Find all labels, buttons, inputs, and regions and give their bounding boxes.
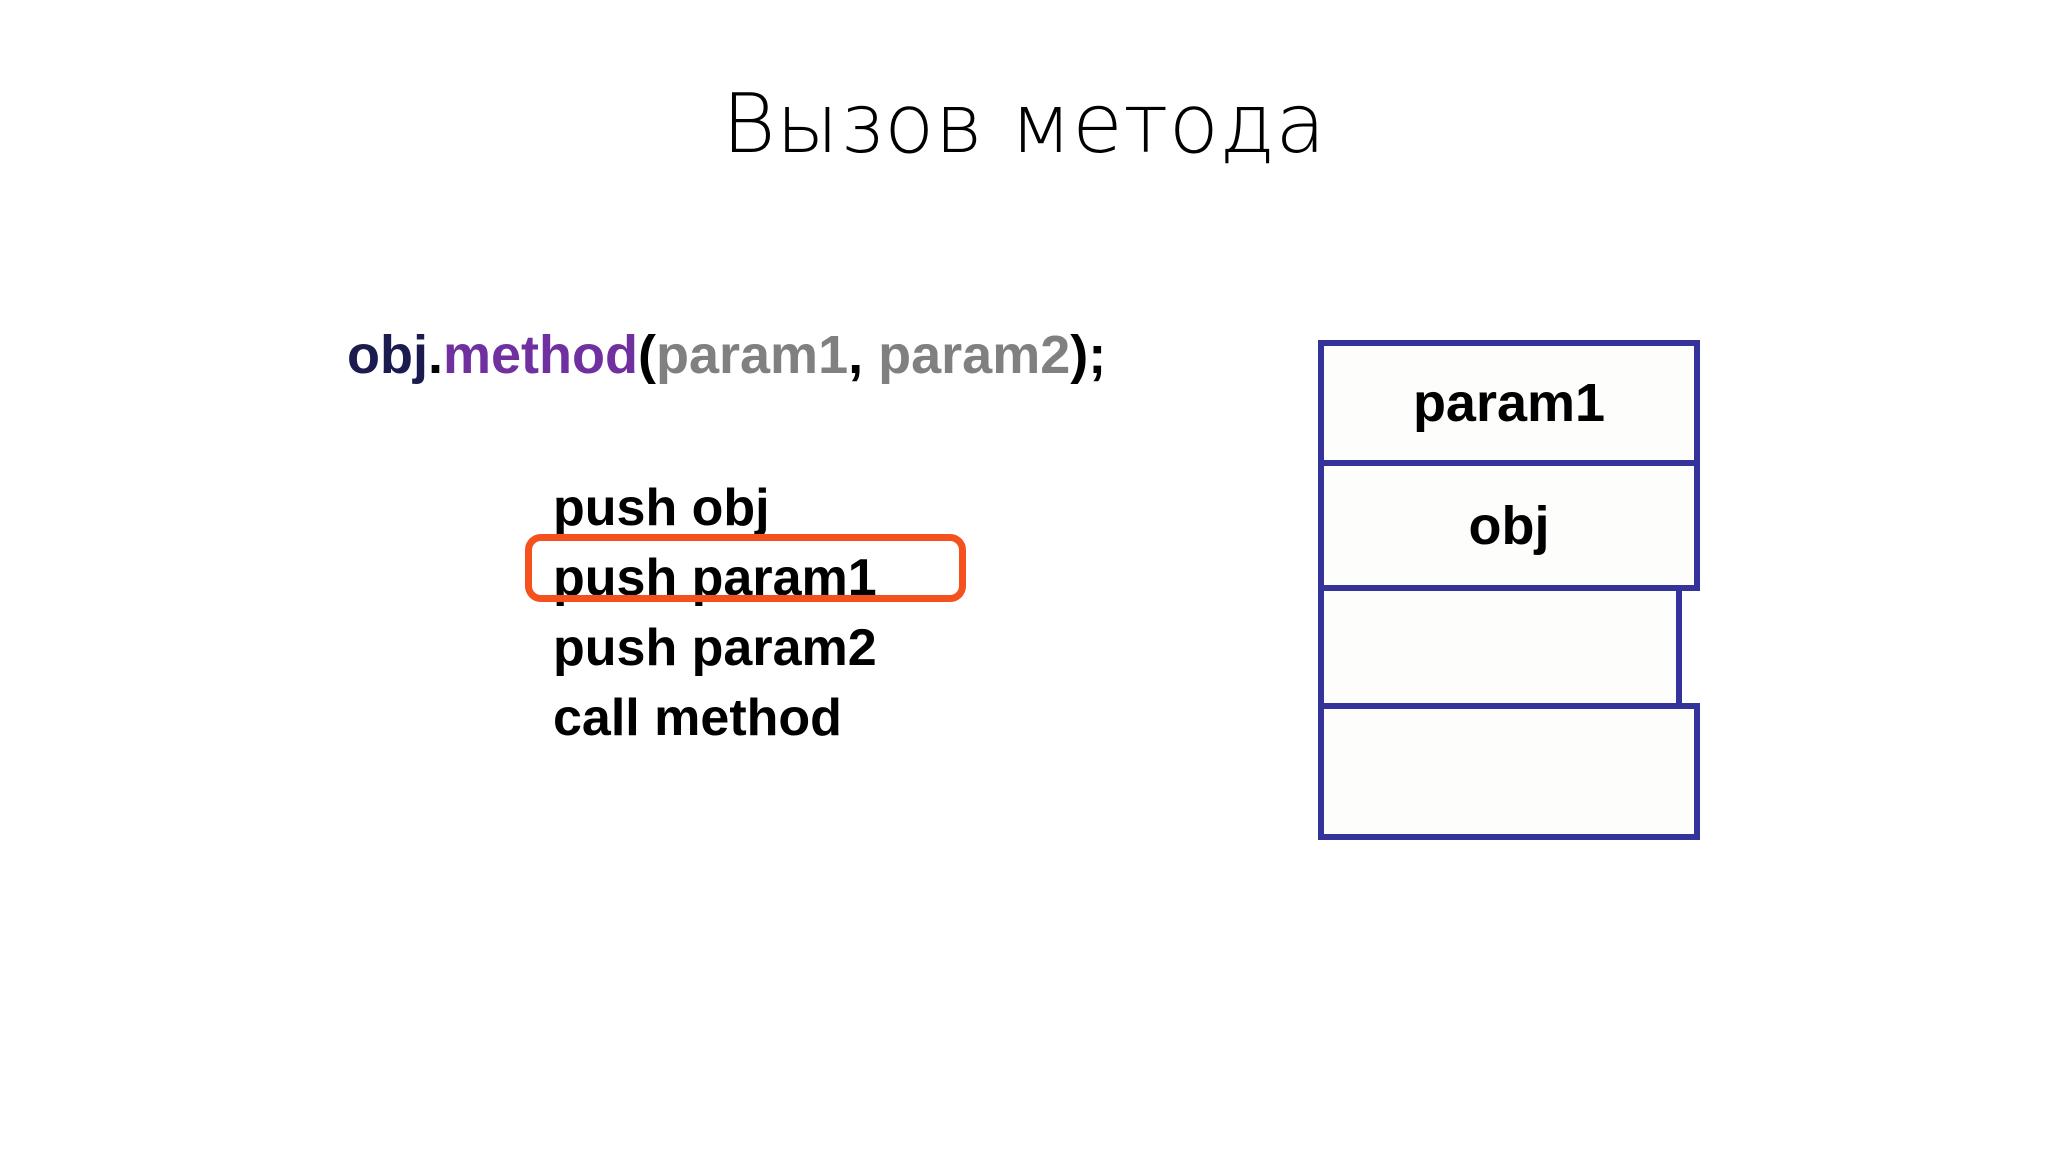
asm-line-push-param2: push param2: [553, 619, 877, 677]
stack-cell-3-empty: [1318, 703, 1700, 840]
stack-cell-2-empty: [1318, 585, 1682, 709]
stack-diagram: param1 obj: [1318, 340, 1700, 840]
code-token-semicolon: ;: [1088, 325, 1107, 385]
highlight-box-push-param1: [525, 534, 966, 602]
code-token-param2: param2: [878, 325, 1071, 385]
code-token-obj: obj: [347, 325, 428, 385]
page-title: Вызов метода: [721, 77, 1327, 172]
stack-cell-1: obj: [1318, 460, 1700, 591]
code-token-param1: param1: [655, 325, 849, 385]
code-token-method: method: [443, 325, 638, 385]
code-token-open-paren: (: [638, 325, 656, 385]
code-token-close-paren: ): [1070, 325, 1089, 385]
code-token-space: [863, 325, 878, 385]
stack-cell-1-label: obj: [1468, 495, 1550, 556]
asm-line-push-obj: push obj: [553, 479, 770, 537]
asm-line-call-method: call method: [553, 689, 842, 747]
stack-cell-0: param1: [1318, 340, 1700, 466]
method-call-signature: obj.method(param1, param2);: [347, 327, 1106, 384]
stack-cell-0-label: param1: [1412, 373, 1606, 433]
code-token-comma: ,: [848, 325, 864, 385]
code-token-dot: .: [427, 325, 443, 385]
assembly-instruction-list: push obj push param1 push param2 call me…: [553, 473, 877, 753]
